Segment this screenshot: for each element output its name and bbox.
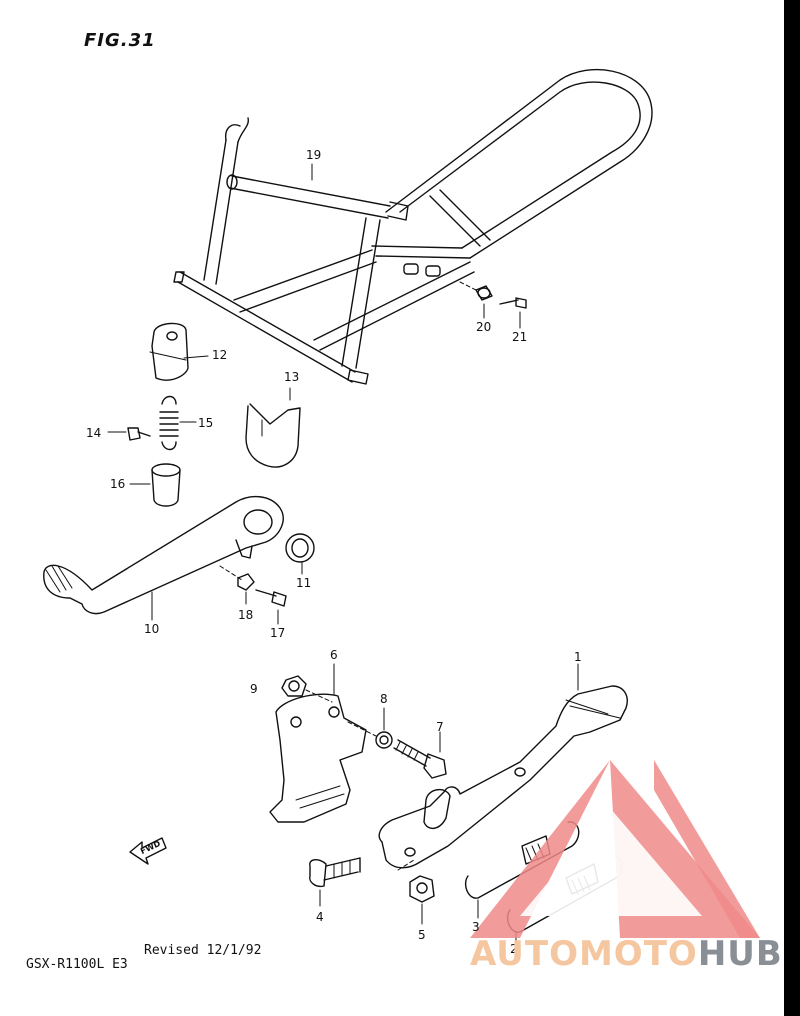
- pivot-bolt: [393, 731, 447, 779]
- stand-bolt: [309, 857, 361, 907]
- stand-bracket: [269, 663, 367, 823]
- callout-21: 21: [512, 330, 528, 344]
- nut-9: [281, 675, 333, 703]
- center-stand-frame: [173, 68, 653, 385]
- callout-10: 10: [144, 622, 160, 636]
- callout-7: 7: [436, 720, 444, 734]
- callout-14: 14: [86, 426, 102, 440]
- callout-18: 18: [238, 608, 254, 622]
- model-code: GSX-R1100L E3: [26, 957, 128, 972]
- watermark-text: AUTOMOTOHUB: [470, 934, 783, 974]
- watermark-text-part1: AUTOMOTO: [470, 934, 698, 974]
- stand-lever: [43, 495, 284, 621]
- callout-2: 2: [510, 942, 518, 956]
- automotohub-logo: [470, 760, 760, 938]
- callout-1: 1: [574, 650, 582, 664]
- washer-8: [347, 707, 393, 749]
- bracket-bolt: [107, 427, 151, 441]
- callout-20: 20: [476, 320, 492, 334]
- callout-5: 5: [418, 928, 426, 942]
- spring-hook: [245, 387, 301, 468]
- callout-12: 12: [212, 348, 228, 362]
- nut-5: [397, 859, 435, 925]
- callout-11: 11: [296, 576, 312, 590]
- nut-and-bolt: [219, 565, 287, 625]
- callout-8: 8: [380, 692, 388, 706]
- fwd-arrow-icon: [129, 837, 167, 865]
- spacer-collar: [129, 463, 181, 507]
- figure-title: FIG.31: [84, 30, 156, 51]
- scan-edge-bar: [784, 0, 800, 1016]
- washer-11: [285, 533, 315, 575]
- callout-6: 6: [330, 648, 338, 662]
- side-stand: [378, 663, 628, 869]
- stand-spring: [159, 395, 197, 451]
- callout-4: 4: [316, 910, 324, 924]
- callout-13: 13: [284, 370, 300, 384]
- callout-3: 3: [472, 920, 480, 934]
- collar-and-bolt: [459, 281, 527, 329]
- callout-9: 9: [250, 682, 258, 696]
- spring-bracket: [149, 322, 209, 381]
- revision-note: Revised 12/1/92: [144, 943, 262, 958]
- watermark-text-part2: HUB: [697, 934, 783, 974]
- callout-17: 17: [270, 626, 286, 640]
- callout-16: 16: [110, 477, 126, 491]
- callout-19: 19: [306, 148, 322, 162]
- callout-15: 15: [198, 416, 214, 430]
